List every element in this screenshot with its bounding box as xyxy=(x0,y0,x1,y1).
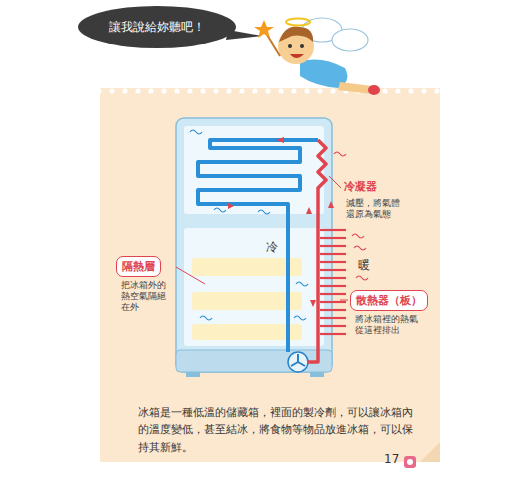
eye xyxy=(288,44,292,48)
wave xyxy=(200,316,212,320)
node-note: 把冰箱外的熱空氣隔絕在外 xyxy=(121,280,169,313)
paper-holes xyxy=(100,86,440,96)
wave xyxy=(190,130,202,134)
leader-line xyxy=(329,176,341,188)
part-label: 冷 xyxy=(266,240,278,256)
wing xyxy=(332,29,368,51)
angel xyxy=(254,18,380,95)
wave xyxy=(354,246,366,250)
wave xyxy=(356,276,368,280)
page-number: 17 xyxy=(384,452,399,468)
node-note: 將冰箱裡的熱氣從這裡排出 xyxy=(355,314,421,336)
compressor xyxy=(288,352,308,372)
arrow xyxy=(228,203,234,209)
wave xyxy=(214,208,226,212)
star xyxy=(254,20,274,38)
mouth xyxy=(290,54,304,58)
paper-curl xyxy=(420,442,440,462)
part-label: 冷凝器 xyxy=(344,180,377,194)
note-paper xyxy=(100,88,440,462)
label-box: 隔熱層把冰箱外的熱空氣隔絕在外 xyxy=(116,256,161,277)
arrow xyxy=(306,207,312,214)
speech-bubble: 讓我說給妳聽吧！ xyxy=(78,6,236,48)
foot xyxy=(310,372,324,377)
halo xyxy=(286,19,310,26)
wave xyxy=(352,234,364,238)
fridge xyxy=(176,118,332,377)
foot xyxy=(186,372,200,377)
eye xyxy=(300,44,304,48)
angel-hair xyxy=(279,27,313,42)
leader-line xyxy=(340,300,348,301)
part-label: 暖 xyxy=(358,258,370,274)
flow-arrows xyxy=(228,137,334,307)
leader-line xyxy=(176,267,205,284)
cold-waves xyxy=(190,130,308,320)
wave xyxy=(258,210,270,214)
part-label: 減壓，將氣體還原為氣態 xyxy=(346,198,402,220)
fridge-inside xyxy=(184,228,324,346)
shelf xyxy=(192,292,302,310)
wave xyxy=(334,152,346,156)
arrow xyxy=(276,137,284,143)
angel-leg xyxy=(338,82,372,94)
cold-tube xyxy=(198,140,318,352)
fan xyxy=(291,354,305,366)
angel-shoe xyxy=(368,85,380,95)
shelf xyxy=(192,258,302,276)
node-title: 散熱器（板） xyxy=(356,293,422,308)
page-icon xyxy=(404,456,416,468)
arrow xyxy=(328,201,334,208)
arrow xyxy=(310,300,316,307)
caption: 冰箱是一種低溫的儲藏箱，裡面的製冷劑，可以讓冰箱內的溫度變低，甚至結冰，將食物等… xyxy=(138,404,416,456)
wave xyxy=(296,282,308,286)
fridge-body xyxy=(176,118,332,372)
page-icon-dot xyxy=(407,459,413,465)
wave xyxy=(294,316,306,320)
shelf xyxy=(192,324,302,340)
label-box: 散熱器（板）將冰箱裡的熱氣從這裡排出 xyxy=(350,290,428,311)
node-title: 隔熱層 xyxy=(122,259,155,274)
node-title: 讓我說給妳聽吧！ xyxy=(109,19,205,36)
radiator-fins xyxy=(320,228,346,340)
